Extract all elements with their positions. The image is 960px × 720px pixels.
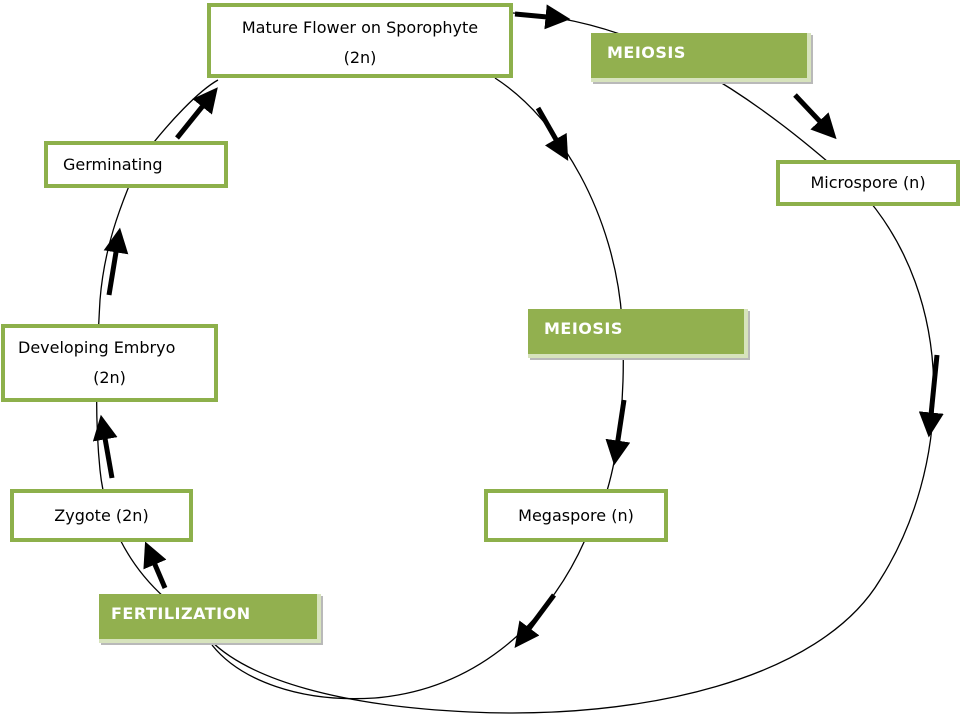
meiosis-middle-label: MEIOSIS — [544, 319, 623, 338]
fertilization-label: FERTILIZATION — [111, 604, 251, 623]
zygote-box: Zygote (2n) — [10, 489, 193, 542]
meiosis-top-box: MEIOSIS — [591, 33, 811, 82]
arrow-to-zygote — [143, 541, 168, 589]
meiosis-top-label: MEIOSIS — [607, 43, 686, 62]
developing-embryo-box: Developing Embryo (2n) — [1, 324, 218, 402]
zygote-label: Zygote (2n) — [54, 506, 149, 525]
arrow-to-mature-flower — [175, 87, 218, 140]
mature-flower-box: Mature Flower on Sporophyte (2n) — [207, 3, 513, 78]
arrow-to-microspore — [793, 93, 837, 140]
arrow-outer-descending — [918, 354, 944, 438]
arrow-to-developing-embryo — [92, 414, 118, 479]
megaspore-box: Megaspore (n) — [484, 489, 668, 542]
connector-flower-to-microspore-loop — [209, 12, 935, 714]
arrow-megaspore-to-fertilization — [514, 593, 557, 649]
arrow-to-meiosis-top — [514, 4, 571, 30]
germinating-label: Germinating — [63, 155, 163, 174]
arrow-to-meiosis-middle — [535, 106, 569, 161]
arrow-to-germinating — [103, 227, 129, 296]
meiosis-middle-box: MEIOSIS — [528, 309, 748, 358]
germinating-box: Germinating — [44, 141, 228, 188]
developing-embryo-ploidy: (2n) — [93, 368, 126, 387]
microspore-label: Microspore (n) — [810, 173, 926, 192]
mature-flower-ploidy: (2n) — [343, 48, 377, 67]
developing-embryo-label: Developing Embryo — [18, 338, 176, 357]
arrow-to-megaspore — [605, 399, 631, 466]
fertilization-box: FERTILIZATION — [99, 594, 321, 643]
mature-flower-label: Mature Flower on Sporophyte — [241, 18, 479, 37]
megaspore-label: Megaspore (n) — [518, 506, 634, 525]
microspore-box: Microspore (n) — [776, 160, 960, 206]
